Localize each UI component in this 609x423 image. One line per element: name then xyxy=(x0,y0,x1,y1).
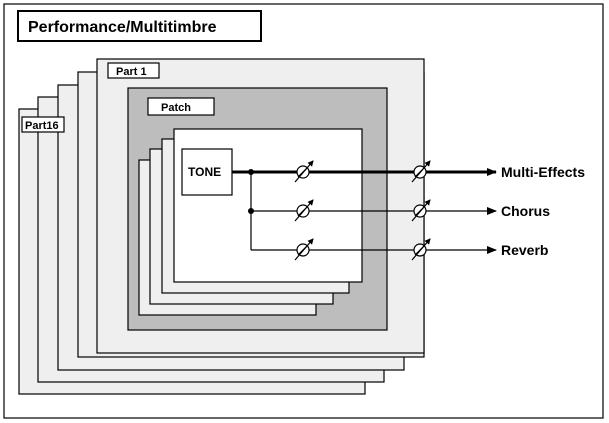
tone-label: TONE xyxy=(188,165,221,179)
part1-label-box xyxy=(107,62,160,79)
level-knob-icon xyxy=(411,199,431,222)
junction-dot-2 xyxy=(248,208,254,214)
level-knob-icon xyxy=(294,238,314,261)
title-group: Performance/Multitimbre xyxy=(17,10,262,42)
part16-label-box xyxy=(21,116,65,133)
part1-label: Part 1 xyxy=(107,62,160,79)
level-knob-icon xyxy=(294,199,314,222)
tone-box xyxy=(181,148,233,196)
output-chorus: Chorus xyxy=(501,203,550,219)
patch-label-box xyxy=(147,97,215,116)
part1-label-text: Part 1 xyxy=(116,66,147,78)
patch-label-text: Patch xyxy=(161,102,191,114)
output-multi-effects: Multi-Effects xyxy=(501,164,585,180)
output-reverb: Reverb xyxy=(501,242,548,258)
level-knob-icon xyxy=(411,160,431,183)
diagram-title: Performance/Multitimbre xyxy=(28,19,217,36)
junction-dot-1 xyxy=(248,169,254,175)
part16-label: Part16 xyxy=(21,116,65,133)
level-knob-icon xyxy=(294,160,314,183)
patch-label: Patch xyxy=(147,97,215,116)
title-box xyxy=(17,10,262,42)
level-knob-icon xyxy=(411,238,431,261)
tone-block: TONE xyxy=(181,148,233,196)
part16-label-text: Part16 xyxy=(25,120,59,132)
